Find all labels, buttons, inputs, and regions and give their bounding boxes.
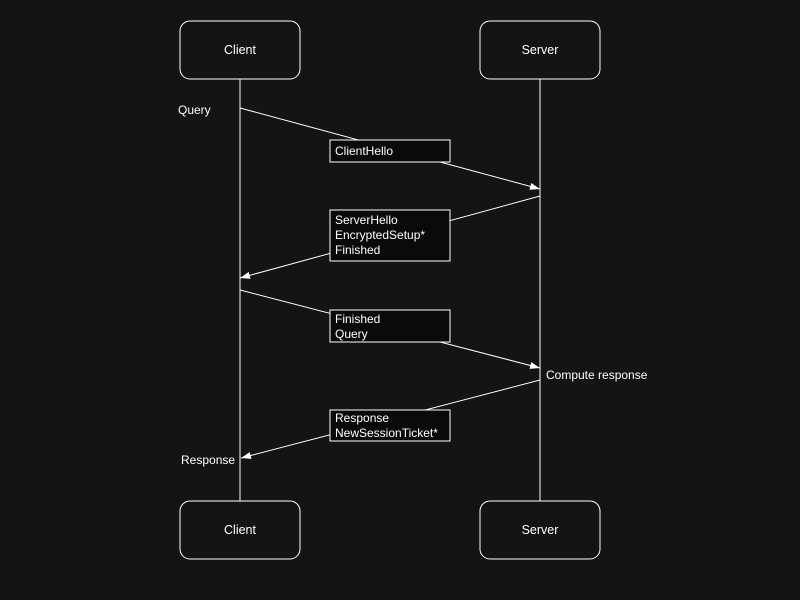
actor-client-bottom-label: Client [224, 523, 256, 537]
message-line: Response [335, 411, 389, 425]
actor-client-top-box [179, 20, 301, 80]
message-line: Query [335, 327, 368, 341]
message-line: ClientHello [335, 144, 393, 158]
annotation-response: Response [181, 453, 235, 467]
actor-server-top: Server [479, 20, 601, 80]
actor-client-top: Client [179, 20, 301, 80]
actor-server-bottom-label: Server [522, 523, 559, 537]
annotation-query: Query [178, 103, 211, 117]
message-label-box [329, 139, 451, 163]
message-label-box [329, 409, 451, 442]
message-label-finished-query: Finished Query [329, 309, 451, 343]
message-label-box [329, 209, 451, 262]
message-label-clienthello: ClientHello [329, 139, 451, 163]
message-line: NewSessionTicket* [335, 426, 438, 440]
message-line: ServerHello [335, 213, 398, 227]
actor-server-top-label: Server [522, 43, 559, 57]
message-label-box [329, 309, 451, 343]
actor-server-top-box [479, 20, 601, 80]
message-label-response: Response NewSessionTicket* [329, 409, 451, 442]
actor-server-bottom-box [479, 500, 601, 560]
message-line: Finished [335, 243, 380, 257]
message-line: Finished [335, 312, 380, 326]
actor-client-top-label: Client [224, 43, 256, 57]
message-line: EncryptedSetup* [335, 228, 425, 242]
actor-client-bottom: Client [179, 500, 301, 560]
actor-client-bottom-box [179, 500, 301, 560]
message-label-serverhello: ServerHello EncryptedSetup* Finished [329, 209, 451, 262]
annotation-compute-response: Compute response [546, 368, 648, 382]
actor-server-bottom: Server [479, 500, 601, 560]
